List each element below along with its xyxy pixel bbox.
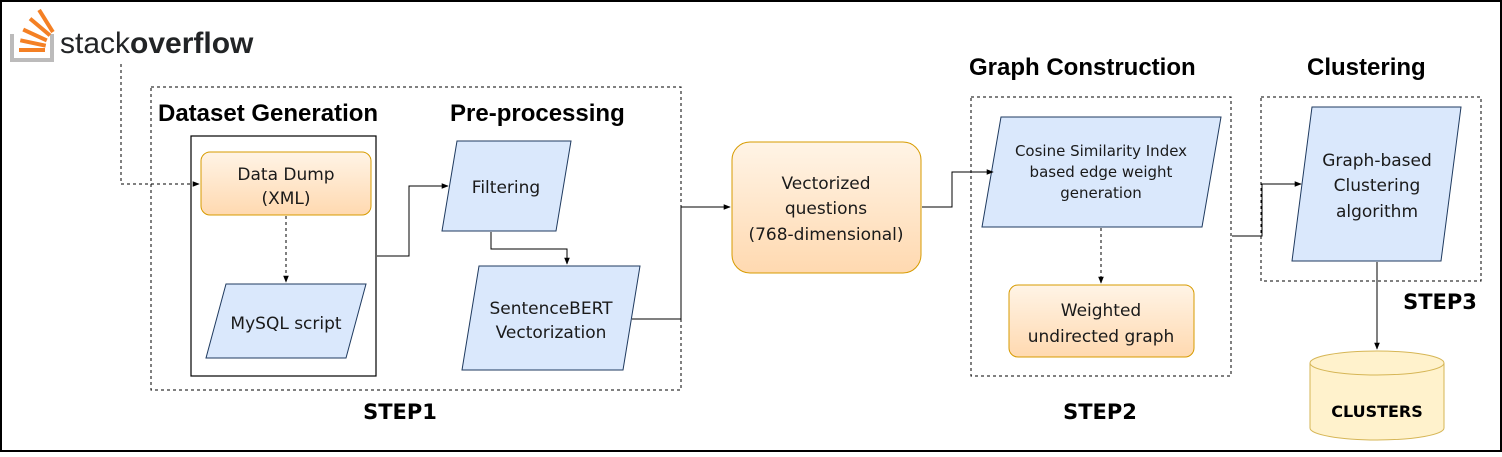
node-weighted-graph: Weighted undirected graph [1008,284,1195,358]
logo-text-overflow: overflow [130,27,254,60]
graph-clustering-line2: Clustering [1334,176,1421,196]
graph-clustering-line3: algorithm [1336,202,1418,222]
edge-step2-clustering [1232,181,1302,237]
edge-dataset-filtering [377,183,449,257]
step3-label: STEP3 [1403,290,1477,314]
heading-preprocessing: Pre-processing [450,100,625,127]
graph-clustering-line1: Graph-based [1322,151,1432,171]
sentencebert-line1: SentenceBERT [489,299,613,319]
mysql-label: MySQL script [230,314,341,334]
svg-text:stackoverflow: stackoverflow [60,27,254,60]
step1-group [150,86,682,391]
node-data-dump: Data Dump (XML) [200,151,372,216]
vectorized-line1: Vectorized [781,174,870,194]
vectorized-line3: (768-dimensional) [748,225,903,245]
edge-sentencebert-vectorized [632,204,731,320]
node-vectorized-questions: Vectorized questions (768-dimensional) [731,141,922,274]
connectors [120,64,1380,350]
sentencebert-line2: Vectorization [496,323,607,343]
step2-label: STEP2 [1063,400,1137,424]
dataset-box [190,135,377,377]
logo-text-stack: stack [60,27,131,60]
node-filtering: Filtering [441,140,572,232]
filtering-label: Filtering [472,178,540,198]
edge-logo-datadump [120,64,200,187]
vectorized-line2: questions [785,199,867,219]
cosine-line1: Cosine Similarity Index [1015,142,1187,160]
stackoverflow-logo: stackoverflow [10,8,254,62]
data-dump-line2: (XML) [261,189,310,209]
weighted-line2: undirected graph [1028,327,1175,347]
logo-tray-icon [10,34,54,62]
step2-group [970,96,1232,377]
edge-filtering-sentencebert [490,232,570,265]
heading-dataset-generation: Dataset Generation [158,100,378,127]
edge-vectorized-cosine [922,169,994,208]
node-clusters-database: CLUSTERS [1309,350,1445,441]
node-graph-clustering: Graph-based Clustering algorithm [1291,106,1462,262]
step1-label: STEP1 [363,400,437,424]
data-dump-line1: Data Dump [237,165,334,185]
cosine-line3: generation [1060,184,1142,202]
heading-graph-construction: Graph Construction [969,54,1196,81]
node-sentencebert: SentenceBERT Vectorization [461,265,641,371]
clusters-label: CLUSTERS [1331,402,1423,421]
node-cosine-similarity: Cosine Similarity Index based edge weigh… [981,116,1222,228]
node-mysql-script: MySQL script [205,283,367,359]
logo-flame-icon [19,8,55,52]
weighted-line1: Weighted [1061,301,1141,321]
heading-clustering: Clustering [1307,54,1426,81]
step3-group [1260,96,1482,282]
cosine-line2: based edge weight [1030,163,1173,181]
